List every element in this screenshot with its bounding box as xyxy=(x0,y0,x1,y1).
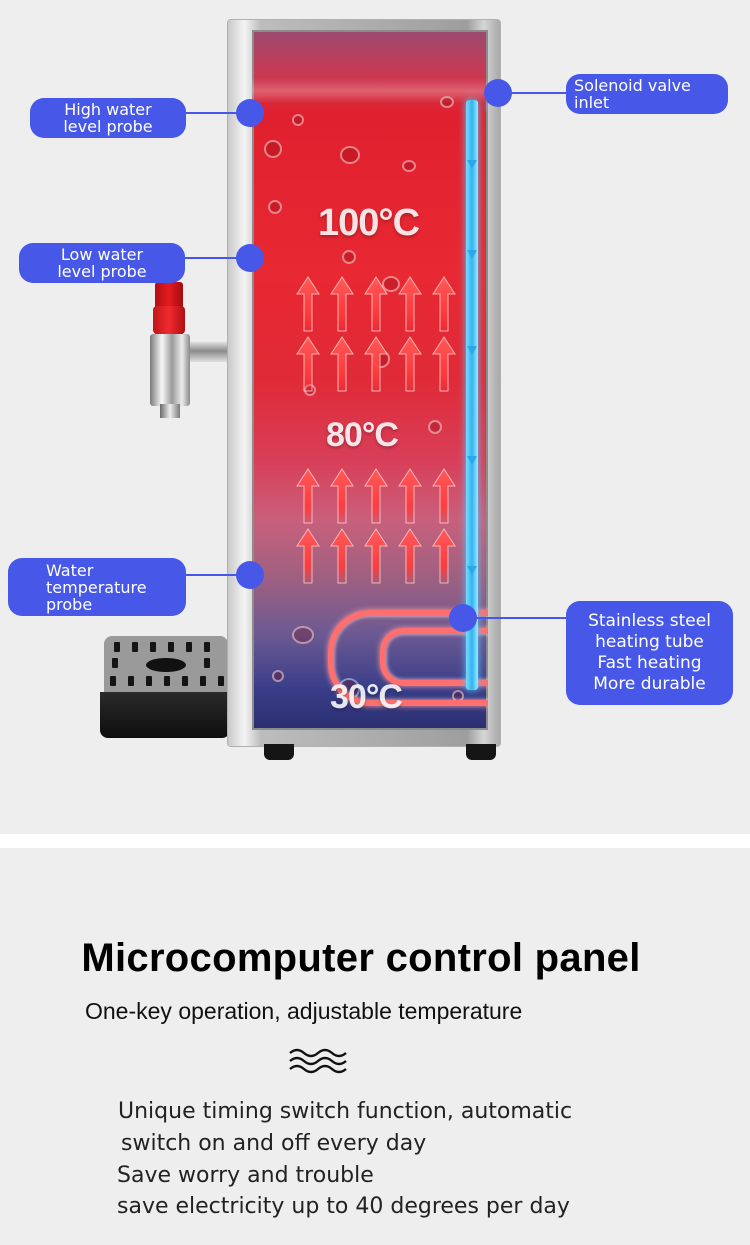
up-arrow-icon xyxy=(296,468,320,524)
heat-arrows-row-2 xyxy=(296,336,456,392)
callout-text: Low water xyxy=(60,245,144,264)
feature-line: save electricity up to 40 degrees per da… xyxy=(117,1194,570,1219)
up-arrow-icon xyxy=(432,468,456,524)
leader-line xyxy=(186,574,248,576)
feature-line: Save worry and trouble xyxy=(117,1163,374,1188)
wave-icon xyxy=(289,1048,347,1074)
up-arrow-icon xyxy=(432,336,456,392)
up-arrow-icon xyxy=(398,468,422,524)
callout-text: Stainless steel xyxy=(588,611,711,631)
faucet-spout xyxy=(160,404,180,418)
callout-text: heating tube xyxy=(595,632,704,652)
machine-foot-right xyxy=(466,744,496,760)
section-divider xyxy=(0,834,750,848)
up-arrow-icon xyxy=(330,468,354,524)
callout-water-temperature-probe: Water temperature probe xyxy=(8,558,186,616)
faucet-arm xyxy=(188,340,230,362)
up-arrow-icon xyxy=(364,468,388,524)
callout-text: level probe xyxy=(57,262,147,281)
leader-line xyxy=(186,112,248,114)
callout-text: level probe xyxy=(63,117,153,136)
drip-tray-grate xyxy=(104,636,228,696)
control-panel-section xyxy=(0,848,745,1245)
probe-marker-dot xyxy=(236,99,264,127)
leader-line xyxy=(505,92,573,94)
faucet-handle-grip xyxy=(153,306,185,334)
up-arrow-icon xyxy=(364,528,388,584)
faucet-body xyxy=(150,334,190,406)
up-arrow-icon xyxy=(296,276,320,332)
callout-text: temperature xyxy=(46,577,147,597)
callout-text: Water xyxy=(46,560,94,580)
drip-tray-base xyxy=(100,692,230,738)
up-arrow-icon xyxy=(296,336,320,392)
down-arrow-icon xyxy=(467,346,477,355)
up-arrow-icon xyxy=(330,528,354,584)
water-boiler-body: 100°C 80°C xyxy=(228,20,500,746)
callout-text: Fast heating xyxy=(597,653,702,673)
down-arrow-icon xyxy=(467,250,477,259)
up-arrow-icon xyxy=(432,528,456,584)
callout-text: probe xyxy=(46,594,93,614)
up-arrow-icon xyxy=(398,528,422,584)
heat-arrows-row-3 xyxy=(296,468,456,524)
probe-marker-dot xyxy=(236,244,264,272)
probe-marker-dot xyxy=(236,561,264,589)
up-arrow-icon xyxy=(296,528,320,584)
heating-tube-inner xyxy=(380,628,488,686)
up-arrow-icon xyxy=(364,336,388,392)
callout-text: More durable xyxy=(593,674,706,694)
machine-foot-left xyxy=(264,744,294,760)
leader-line xyxy=(470,617,570,619)
heating-tube-outer xyxy=(328,610,488,706)
down-arrow-icon xyxy=(467,456,477,465)
callout-text: inlet xyxy=(574,93,610,112)
up-arrow-icon xyxy=(330,276,354,332)
callout-low-water-level-probe: Low water level probe xyxy=(19,243,185,283)
up-arrow-icon xyxy=(330,336,354,392)
callout-heating-tube: Stainless steel heating tube Fast heatin… xyxy=(566,601,733,705)
temperature-label-30: 30°C xyxy=(330,678,403,716)
heat-arrows-row-4 xyxy=(296,528,456,584)
heat-arrows-row-1 xyxy=(296,276,456,332)
section-subtitle: One-key operation, adjustable temperatur… xyxy=(85,998,523,1024)
callout-solenoid-valve-inlet: Solenoid valve inlet xyxy=(566,74,728,114)
callout-text: High water xyxy=(64,100,152,119)
up-arrow-icon xyxy=(398,336,422,392)
temperature-label-80: 80°C xyxy=(326,416,399,454)
product-diagram-section: 100°C 80°C xyxy=(8,20,733,760)
up-arrow-icon xyxy=(398,276,422,332)
feature-line: switch on and off every day xyxy=(121,1131,427,1156)
inlet-pipe xyxy=(466,100,478,690)
temperature-label-100: 100°C xyxy=(318,202,420,244)
down-arrow-icon xyxy=(467,566,477,575)
down-arrow-icon xyxy=(467,160,477,169)
section-title: Microcomputer control panel xyxy=(81,936,641,980)
leader-line xyxy=(185,257,247,259)
feature-line: Unique timing switch function, automatic xyxy=(118,1099,573,1124)
drip-tray xyxy=(100,636,230,738)
up-arrow-icon xyxy=(364,276,388,332)
drip-tray-drain xyxy=(146,658,186,672)
callout-text: Solenoid valve xyxy=(574,76,691,95)
water-tank-cutaway: 100°C 80°C xyxy=(252,30,488,730)
up-arrow-icon xyxy=(432,276,456,332)
callout-high-water-level-probe: High water level probe xyxy=(30,98,186,138)
